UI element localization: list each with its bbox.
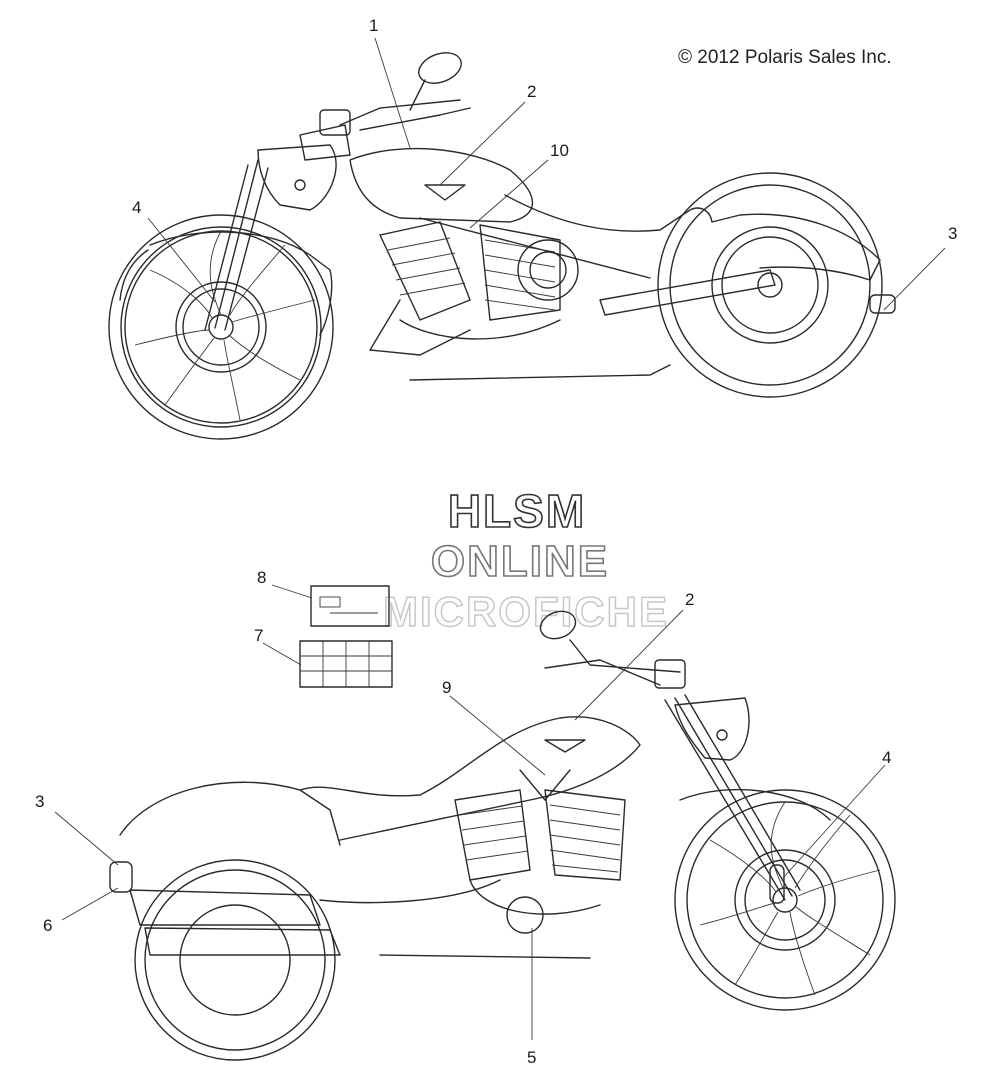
callout-3-bottom: 3 — [35, 792, 44, 811]
callout-7: 7 — [254, 626, 263, 645]
callout-leaders-top — [147, 37, 946, 311]
callout-5: 5 — [527, 1048, 536, 1067]
motorcycle-bottom-view — [109, 610, 896, 1061]
callout-2-bottom: 2 — [685, 590, 694, 609]
watermark-line1: HLSM — [448, 485, 586, 537]
callout-6: 6 — [43, 916, 52, 935]
callout-8: 8 — [257, 568, 266, 587]
callout-2: 2 — [527, 82, 536, 101]
callout-9: 9 — [442, 678, 451, 697]
callout-3: 3 — [948, 224, 957, 243]
copyright-text: © 2012 Polaris Sales Inc. — [678, 47, 892, 68]
watermark-line3: MICROFICHE — [383, 588, 669, 635]
callout-leaders-bottom — [54, 584, 886, 1040]
motorcycle-top-view — [108, 52, 896, 440]
callout-4: 4 — [132, 198, 141, 217]
decal-label-8 — [310, 585, 390, 627]
callout-1: 1 — [369, 16, 378, 35]
decal-label-7 — [299, 640, 393, 688]
watermark: HLSM ONLINE MICROFICHE — [382, 484, 669, 636]
callout-4-bottom: 4 — [882, 748, 891, 767]
watermark-line2: ONLINE — [431, 537, 609, 586]
callout-10: 10 — [550, 141, 569, 160]
